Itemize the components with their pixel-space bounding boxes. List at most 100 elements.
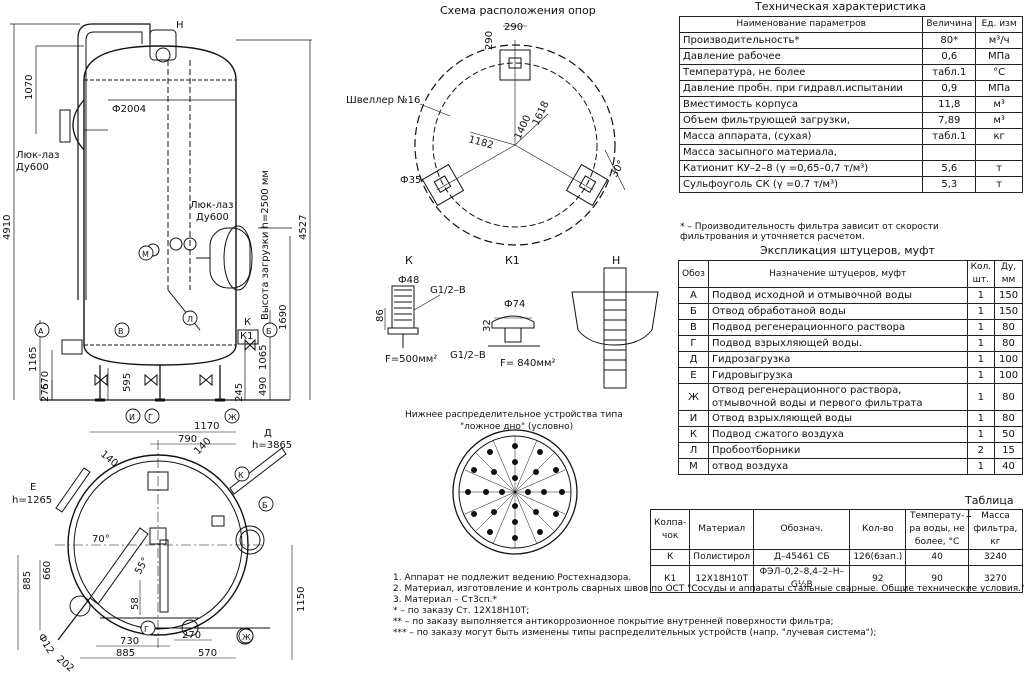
plan-660: 660 xyxy=(42,561,53,580)
nozzle-h-flange xyxy=(155,47,171,63)
table-row: Масса засыпного материала, xyxy=(678,144,1023,161)
table-header-cell: Кол-во xyxy=(849,509,907,550)
callout-zh xyxy=(224,408,240,424)
plan-g: Г xyxy=(144,625,149,634)
callout-plan-zh xyxy=(238,628,254,644)
table-cell: Б xyxy=(678,303,709,320)
table-cell: 1 xyxy=(966,410,996,427)
plan-1170: 1170 xyxy=(194,421,219,432)
table-cell: К xyxy=(678,426,709,443)
table-cell: К1 xyxy=(649,565,691,593)
plan-202: 202 xyxy=(54,654,76,675)
table-cell: кг xyxy=(975,128,1023,145)
manhole-1 xyxy=(72,99,85,151)
table-cell: табл.1 xyxy=(922,64,977,81)
tech-footnote-2: фильтрования и уточняется расчетом. xyxy=(680,232,865,242)
manhole-2 xyxy=(196,225,253,291)
table-cell: 3270 xyxy=(967,565,1024,593)
table-cell: Температура, не более xyxy=(678,64,924,81)
dim-1065: 1065 xyxy=(258,345,269,370)
table-cell: К xyxy=(649,549,691,566)
table-cell: 150 xyxy=(994,303,1023,320)
tech-table-title: Техническая характеристика xyxy=(755,0,927,13)
detail-k1 xyxy=(488,315,540,347)
table-header-cell: Величина xyxy=(922,16,977,33)
detail-h xyxy=(571,267,659,389)
table-cell: 40 xyxy=(905,549,969,566)
false-bottom-nozzles xyxy=(465,443,565,541)
callout-i xyxy=(125,408,141,424)
detail-d32: 32 xyxy=(482,319,493,332)
callout-b xyxy=(262,322,278,338)
callout-l xyxy=(182,310,198,326)
dim-4910: 4910 xyxy=(2,215,13,240)
plan-790: 790 xyxy=(178,434,197,445)
table-cell: МПа xyxy=(975,48,1023,65)
label-load-height: Высота загрузки h=2500 мм xyxy=(260,170,271,320)
table-cell xyxy=(975,144,1023,161)
false-bottom-view xyxy=(452,429,578,555)
table-cell: табл.1 xyxy=(922,128,977,145)
dim-595: 595 xyxy=(122,373,133,392)
table-header-cell: Обоз xyxy=(678,260,709,288)
table-cell: Подвод регенерационного раствора xyxy=(707,319,968,336)
false-bottom-caption-2: "ложное дно" (условно) xyxy=(460,422,573,432)
table-header-cell: Назначение штуцеров, муфт xyxy=(707,260,968,288)
table-cell: 2 xyxy=(966,442,996,459)
callout-m xyxy=(138,245,154,261)
label-b: Б xyxy=(266,327,272,336)
table-cell: Масса аппарата, (сухая) xyxy=(678,128,924,145)
table-cell: Е xyxy=(678,367,709,384)
sup-290b: 290 xyxy=(484,31,495,50)
plan-d12: Ф12 xyxy=(35,632,55,656)
table-cell: Сульфоуголь СК (γ =0.7 т/м³) xyxy=(678,176,924,193)
label-manhole-1-du: Ду600 xyxy=(16,162,49,173)
table-cell: 5,3 xyxy=(922,176,977,193)
note-line: * – по заказу Ст. 12Х18Н10Т; xyxy=(393,606,530,616)
plan-58: 58 xyxy=(130,597,141,610)
label-g: Г xyxy=(148,413,153,422)
dim-4527: 4527 xyxy=(298,215,309,240)
table-cell: 15 xyxy=(994,442,1023,459)
label-k1: К1 xyxy=(240,331,253,342)
detail-k xyxy=(384,285,441,348)
callout-plan-b xyxy=(258,496,274,512)
plan-885b: 885 xyxy=(116,648,135,659)
table-cell: м³ xyxy=(975,112,1023,129)
table-cell: Вместимость корпуса xyxy=(678,96,924,113)
label-n: Н xyxy=(176,20,184,31)
table-cell: 1 xyxy=(966,335,996,352)
dim-490: 490 xyxy=(258,377,269,396)
table-cell: Катионит КУ–2–8 (γ =0,65–0,7 т/м³) xyxy=(678,160,924,177)
vessel-plan-view xyxy=(17,431,293,660)
main-dimensions xyxy=(10,23,312,400)
plan-885a: 885 xyxy=(22,571,33,590)
callout-g xyxy=(144,408,160,424)
table-cell: Гидровыгрузка xyxy=(707,367,968,384)
table-cell: 3240 xyxy=(967,549,1024,566)
table-cell: м³/ч xyxy=(975,32,1023,49)
table-cell: Отвод обработаной воды xyxy=(707,303,968,320)
vessel-elevation-view xyxy=(40,23,290,402)
table-header-cell: Колпа- чок xyxy=(649,509,691,550)
note-line: 2. Материал, изготовление и контроль сва… xyxy=(393,584,1024,594)
table-cell: 0,6 xyxy=(922,48,977,65)
table-cell: Ж xyxy=(678,383,709,411)
dim-1690: 1690 xyxy=(278,305,289,330)
table-cell: Л xyxy=(678,442,709,459)
table-cell: Д xyxy=(678,351,709,368)
table-cell: 1 xyxy=(966,351,996,368)
table-cell: 80 xyxy=(994,410,1023,427)
label-a: А xyxy=(38,327,44,336)
